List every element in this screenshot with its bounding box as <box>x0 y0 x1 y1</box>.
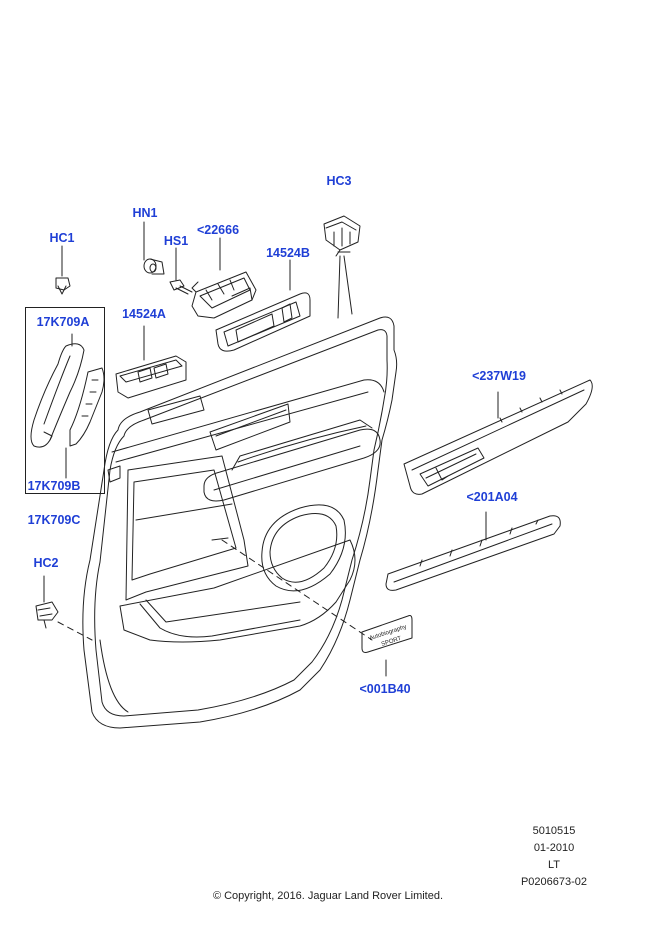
diagram-part-ref: P0206673-02 <box>520 876 588 888</box>
mirror-trim-group-box <box>25 307 105 494</box>
hc1-clip <box>55 245 71 295</box>
callout-201a04[interactable]: <201A04 <box>466 490 518 504</box>
badge-001b40 <box>361 615 413 677</box>
window-switch-14524a <box>115 325 187 399</box>
switch-bezel-14524b <box>215 259 311 352</box>
callout-237w19[interactable]: <237W19 <box>472 369 526 383</box>
callout-hc3[interactable]: HC3 <box>326 174 352 188</box>
callout-hc1[interactable]: HC1 <box>49 231 75 245</box>
callout-14524b[interactable]: 14524B <box>266 246 310 260</box>
door-trim-panel <box>82 316 398 729</box>
callout-17k709a[interactable]: 17K709A <box>36 315 90 329</box>
copyright-notice: © Copyright, 2016. Jaguar Land Rover Lim… <box>212 890 444 902</box>
diagram-code: 5010515 <box>532 825 576 837</box>
svg-text:SPORT: SPORT <box>381 636 403 648</box>
callout-hc2[interactable]: HC2 <box>33 556 59 570</box>
hs1-screw <box>169 247 193 295</box>
lower-trim-strip <box>385 511 561 591</box>
assembly-dash-lines <box>57 539 373 641</box>
door-handle-housing <box>191 237 257 319</box>
hn1-nut <box>143 221 165 275</box>
callout-14524a[interactable]: 14524A <box>122 307 166 321</box>
callout-001b40[interactable]: <001B40 <box>359 682 411 696</box>
diagram-side: LT <box>547 859 561 871</box>
callout-17k709b[interactable]: 17K709B <box>27 479 81 493</box>
diagram-date: 01-2010 <box>533 842 575 854</box>
callout-17k709c[interactable]: 17K709C <box>27 513 81 527</box>
callout-hn1[interactable]: HN1 <box>132 206 158 220</box>
mirror-switch-trim-group <box>30 333 105 479</box>
callout-hs1[interactable]: HS1 <box>163 234 189 248</box>
upper-trim-strip <box>403 379 593 495</box>
hc2-clip <box>35 575 59 629</box>
hc3-clip <box>323 215 361 319</box>
callout-22666[interactable]: <22666 <box>196 223 240 237</box>
